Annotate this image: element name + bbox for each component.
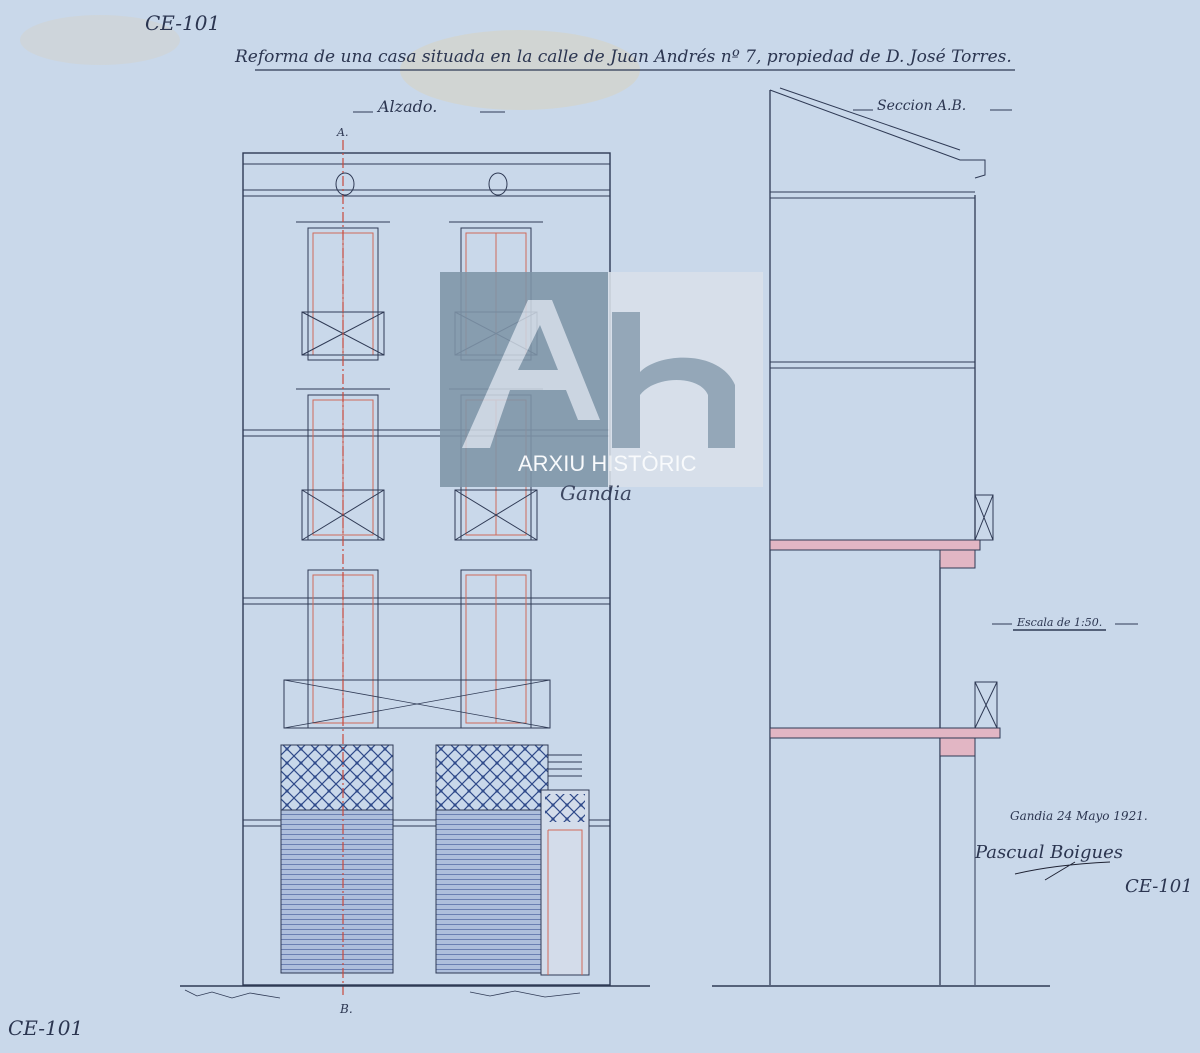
archive-watermark-logo: ARXIU HISTÒRIC Gandia xyxy=(440,272,763,505)
svg-text:Alzado.: Alzado. xyxy=(376,97,437,116)
svg-text:Seccion A.B.: Seccion A.B. xyxy=(877,98,966,114)
watermark-logo-a-shape xyxy=(462,300,600,448)
facade-elevation: A. B. xyxy=(242,126,611,1016)
signature: Pascual Boigues xyxy=(974,842,1123,881)
archive-ref-right: CE-101 xyxy=(1125,876,1193,897)
svg-text:Pascual Boigues: Pascual Boigues xyxy=(974,842,1123,863)
place-date: Gandia 24 Mayo 1921. xyxy=(1010,809,1148,823)
svg-text:Escala de 1:50.: Escala de 1:50. xyxy=(1016,616,1102,629)
elevation-label: Alzado. xyxy=(353,97,505,116)
watermark-logo-h-shape xyxy=(612,312,735,448)
watermark-line1: ARXIU HISTÒRIC xyxy=(518,451,697,476)
section-mark-b: B. xyxy=(339,1002,353,1016)
archive-ref-top: CE-101 xyxy=(145,11,220,35)
scale-label: Escala de 1:50. xyxy=(992,616,1138,631)
section-mark-a: A. xyxy=(336,126,348,139)
drawing-title: Reforma de una casa situada en la calle … xyxy=(234,47,1012,67)
section-label: Seccion A.B. xyxy=(853,98,1012,114)
building-section xyxy=(769,87,1001,985)
archive-ref-bottom: CE-101 xyxy=(8,1016,83,1040)
watermark-line2: Gandia xyxy=(560,481,632,505)
